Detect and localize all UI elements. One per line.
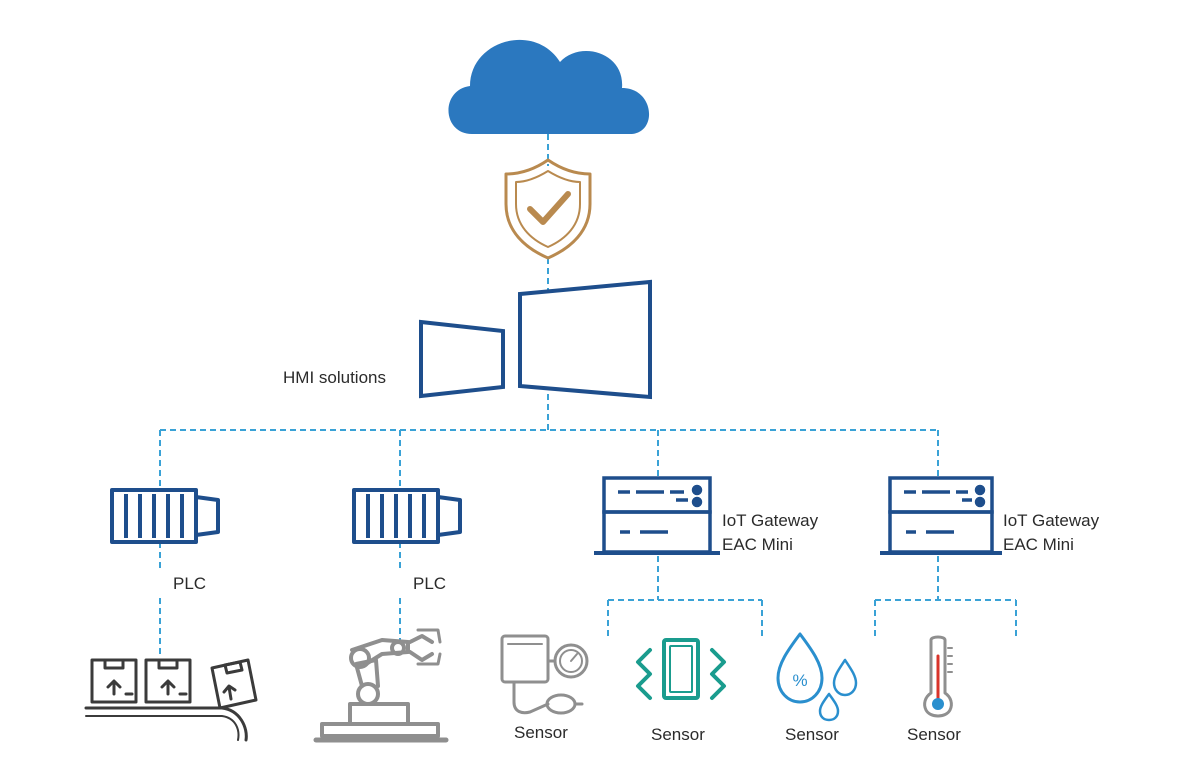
gateway-label-2: IoT Gateway EAC Mini bbox=[1003, 509, 1099, 557]
gateway-label-2-line1: IoT Gateway bbox=[1003, 511, 1100, 530]
thermometer-icon bbox=[923, 635, 953, 718]
cloud-icon bbox=[448, 39, 650, 134]
connection-lines bbox=[159, 134, 1017, 656]
shield-check-icon bbox=[504, 158, 592, 260]
gateway-label-2-line2: EAC Mini bbox=[1003, 535, 1074, 554]
hmi-screen-small bbox=[419, 319, 505, 399]
gateway-device-icon-1 bbox=[594, 476, 720, 555]
conveyor-boxes-icon bbox=[84, 658, 258, 742]
sensor-label-temperature: Sensor bbox=[907, 725, 961, 744]
sensor-label-pressure: Sensor bbox=[514, 723, 568, 742]
robot-arm-icon bbox=[313, 628, 449, 743]
gateway-label-1: IoT Gateway EAC Mini bbox=[722, 509, 818, 557]
sensor-label-vibration: Sensor bbox=[651, 725, 705, 744]
gateway-label-1-line2: EAC Mini bbox=[722, 535, 793, 554]
pressure-gauge-icon bbox=[500, 634, 589, 715]
hmi-screens-icon bbox=[419, 279, 652, 400]
gateway-label-1-line1: IoT Gateway bbox=[722, 511, 819, 530]
hmi-screen-large bbox=[518, 279, 652, 400]
vibration-sensor-icon bbox=[636, 638, 726, 700]
plc-icon-1 bbox=[110, 488, 220, 544]
hmi-label: HMI solutions bbox=[283, 368, 386, 387]
plc-label-2: PLC bbox=[413, 574, 447, 593]
humidity-drops-icon: % bbox=[776, 632, 858, 722]
plc-icon-2 bbox=[352, 488, 462, 544]
gateway-device-icon-2 bbox=[880, 476, 1002, 555]
sensor-label-humidity: Sensor bbox=[785, 725, 839, 744]
svg-text:%: % bbox=[792, 671, 807, 690]
plc-label-1: PLC bbox=[173, 574, 207, 593]
